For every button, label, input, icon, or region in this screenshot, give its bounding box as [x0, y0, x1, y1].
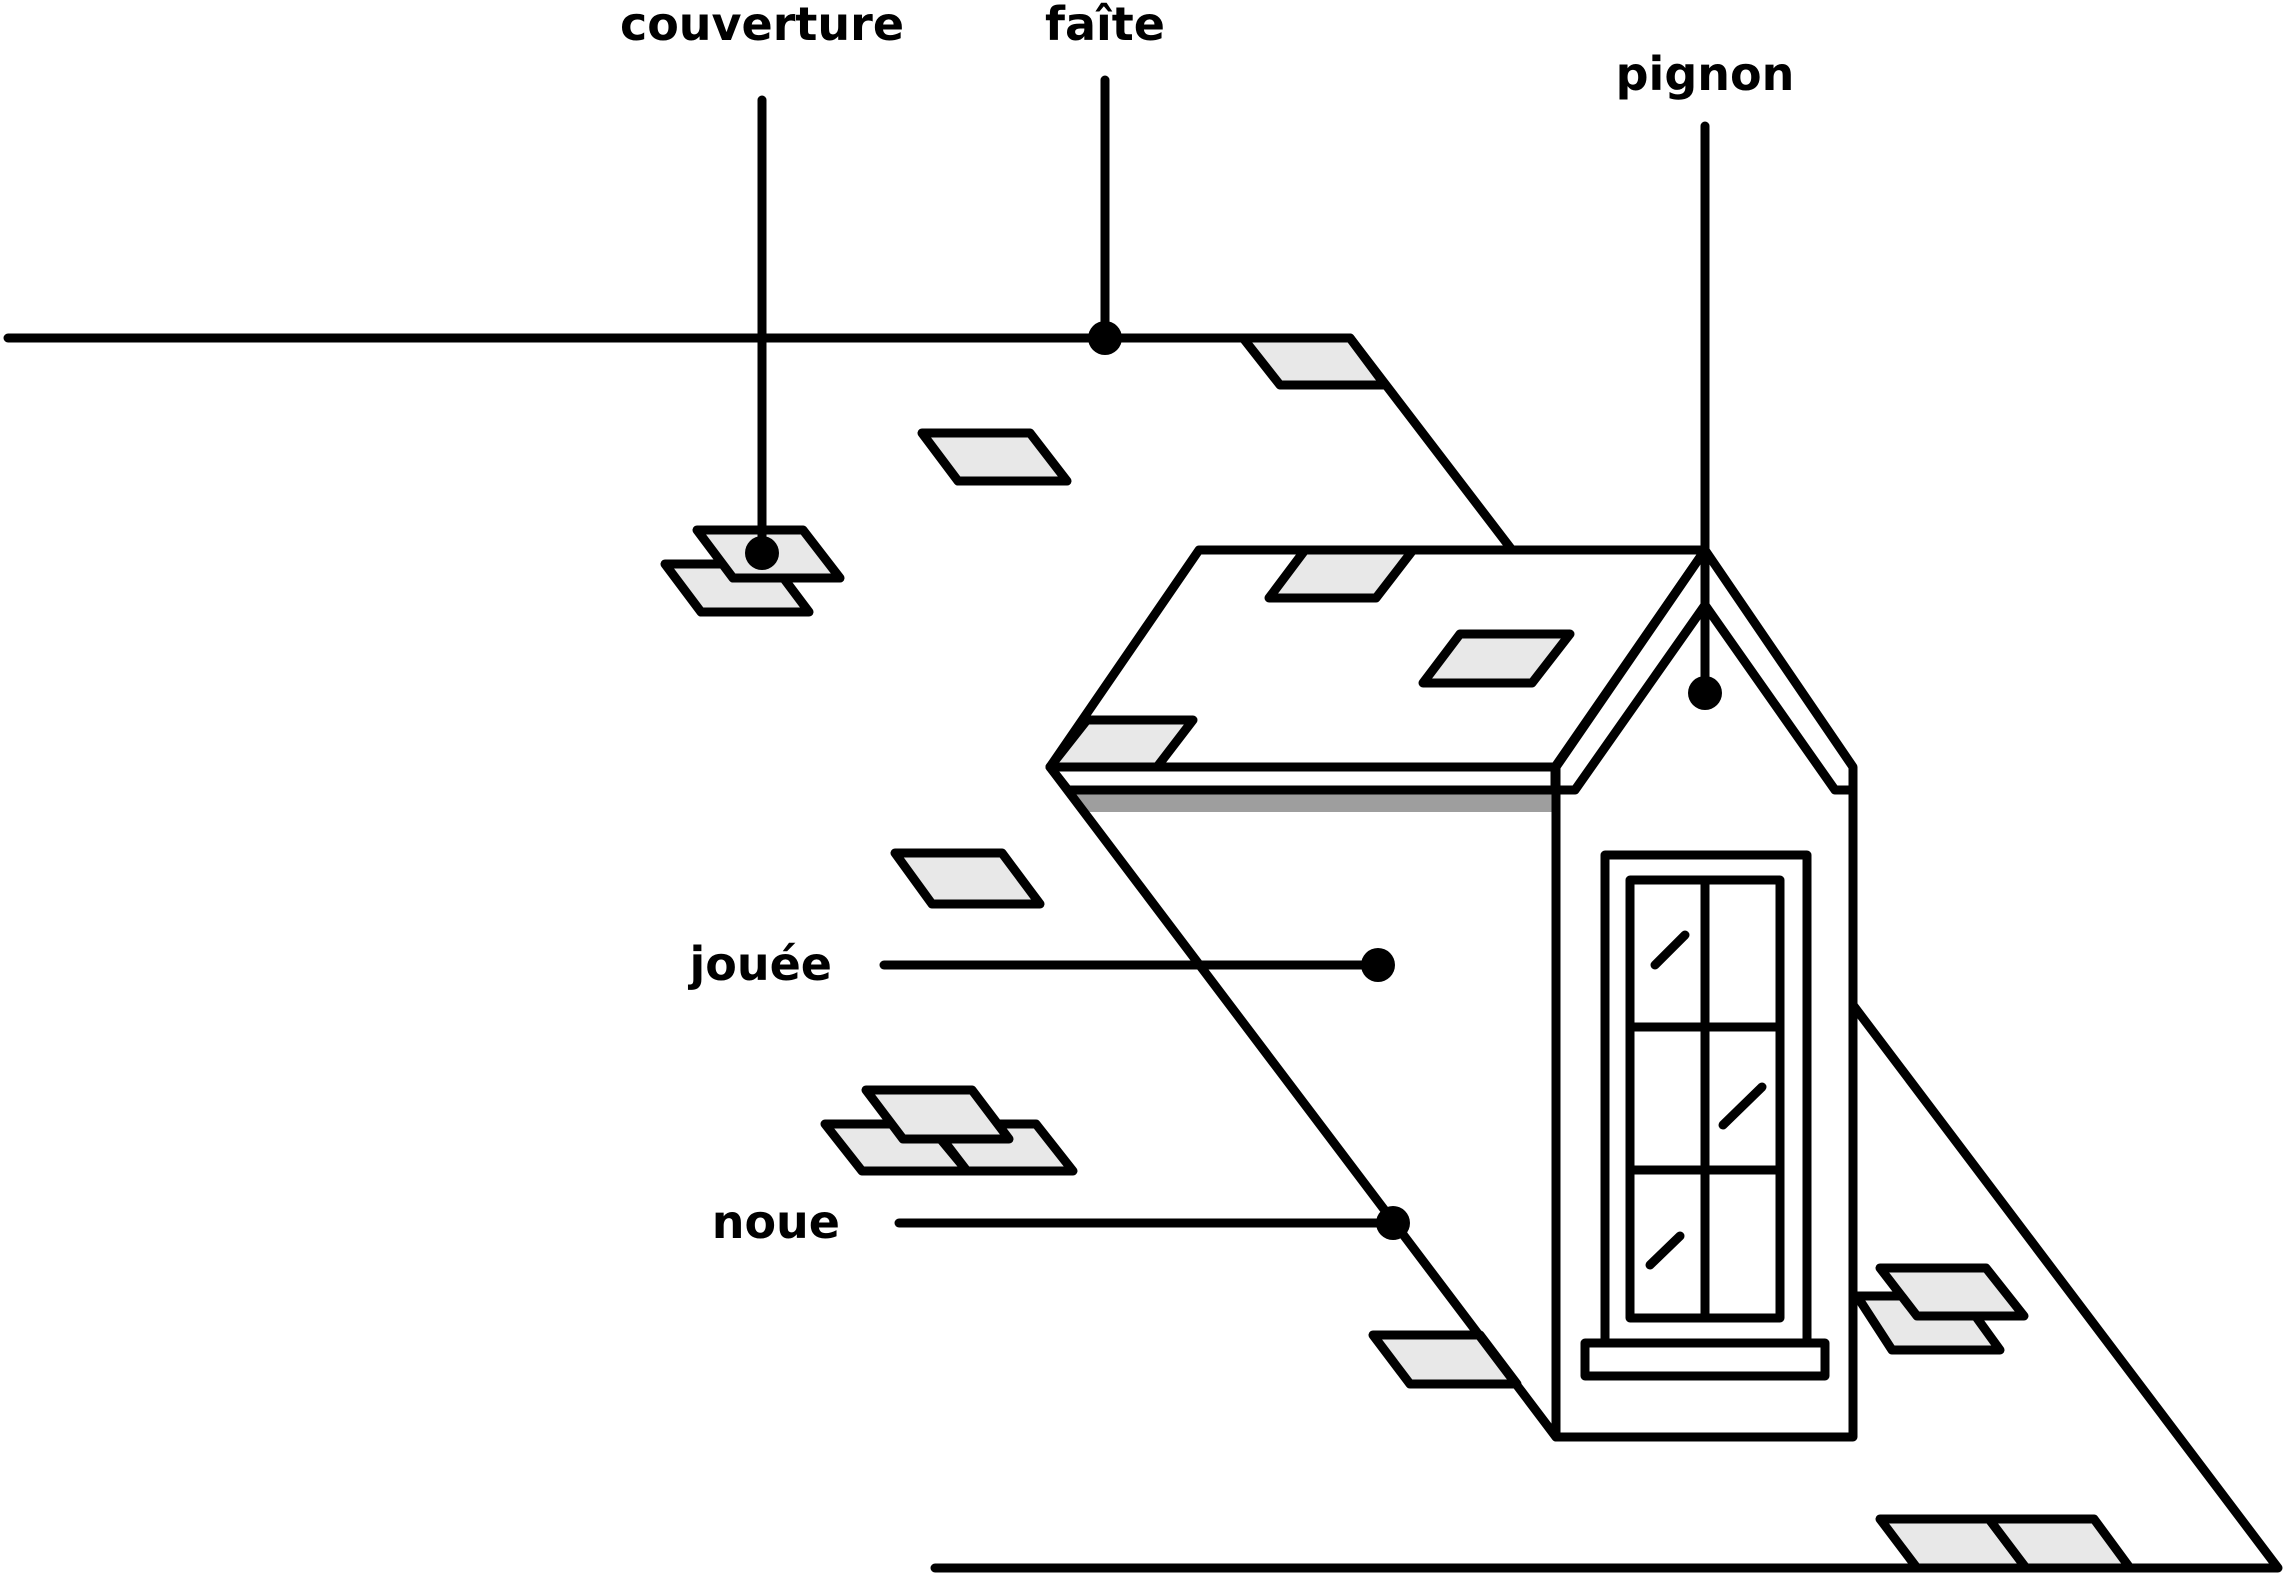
window-sill	[1580, 1338, 1830, 1381]
labels: couverture faîte pignon jouée noue	[620, 0, 1794, 1249]
roof-tiles	[660, 333, 2135, 1573]
label-jouee: jouée	[687, 937, 832, 991]
roof-tile	[1875, 1263, 2029, 1321]
label-couverture: couverture	[620, 0, 904, 51]
label-pignon: pignon	[1616, 47, 1795, 101]
roof-tile	[917, 428, 1072, 486]
dormer-window	[1580, 850, 1830, 1381]
glass-reflection	[1645, 1231, 1685, 1270]
faite-dot	[1088, 321, 1122, 355]
gable-barge-board	[1551, 600, 1858, 795]
pignon-dot	[1688, 676, 1722, 710]
roof-tile	[1984, 1514, 2135, 1573]
valley-line	[1045, 762, 1561, 1442]
label-faite: faîte	[1045, 0, 1165, 51]
roof-tile	[1238, 333, 1390, 390]
roof-tile	[861, 1085, 1014, 1144]
dormer-eave-board	[1045, 762, 1560, 795]
jouee-dot	[1361, 948, 1395, 982]
noue-dot	[1376, 1206, 1410, 1240]
dormer-roof-tile	[1418, 629, 1575, 688]
dormer-roof-tile	[1264, 545, 1418, 603]
leader-lines	[745, 75, 1722, 1240]
roof-eave-line	[930, 1000, 2283, 1573]
roof-tile	[890, 848, 1045, 909]
glass-reflection	[1718, 1082, 1767, 1130]
glass-reflection	[1650, 930, 1690, 970]
main-roof	[3, 333, 2283, 1573]
label-noue: noue	[712, 1195, 840, 1249]
dormer	[1045, 545, 1858, 1442]
couverture-dot	[745, 536, 779, 570]
dormer-eave-shadow	[1070, 790, 1587, 812]
